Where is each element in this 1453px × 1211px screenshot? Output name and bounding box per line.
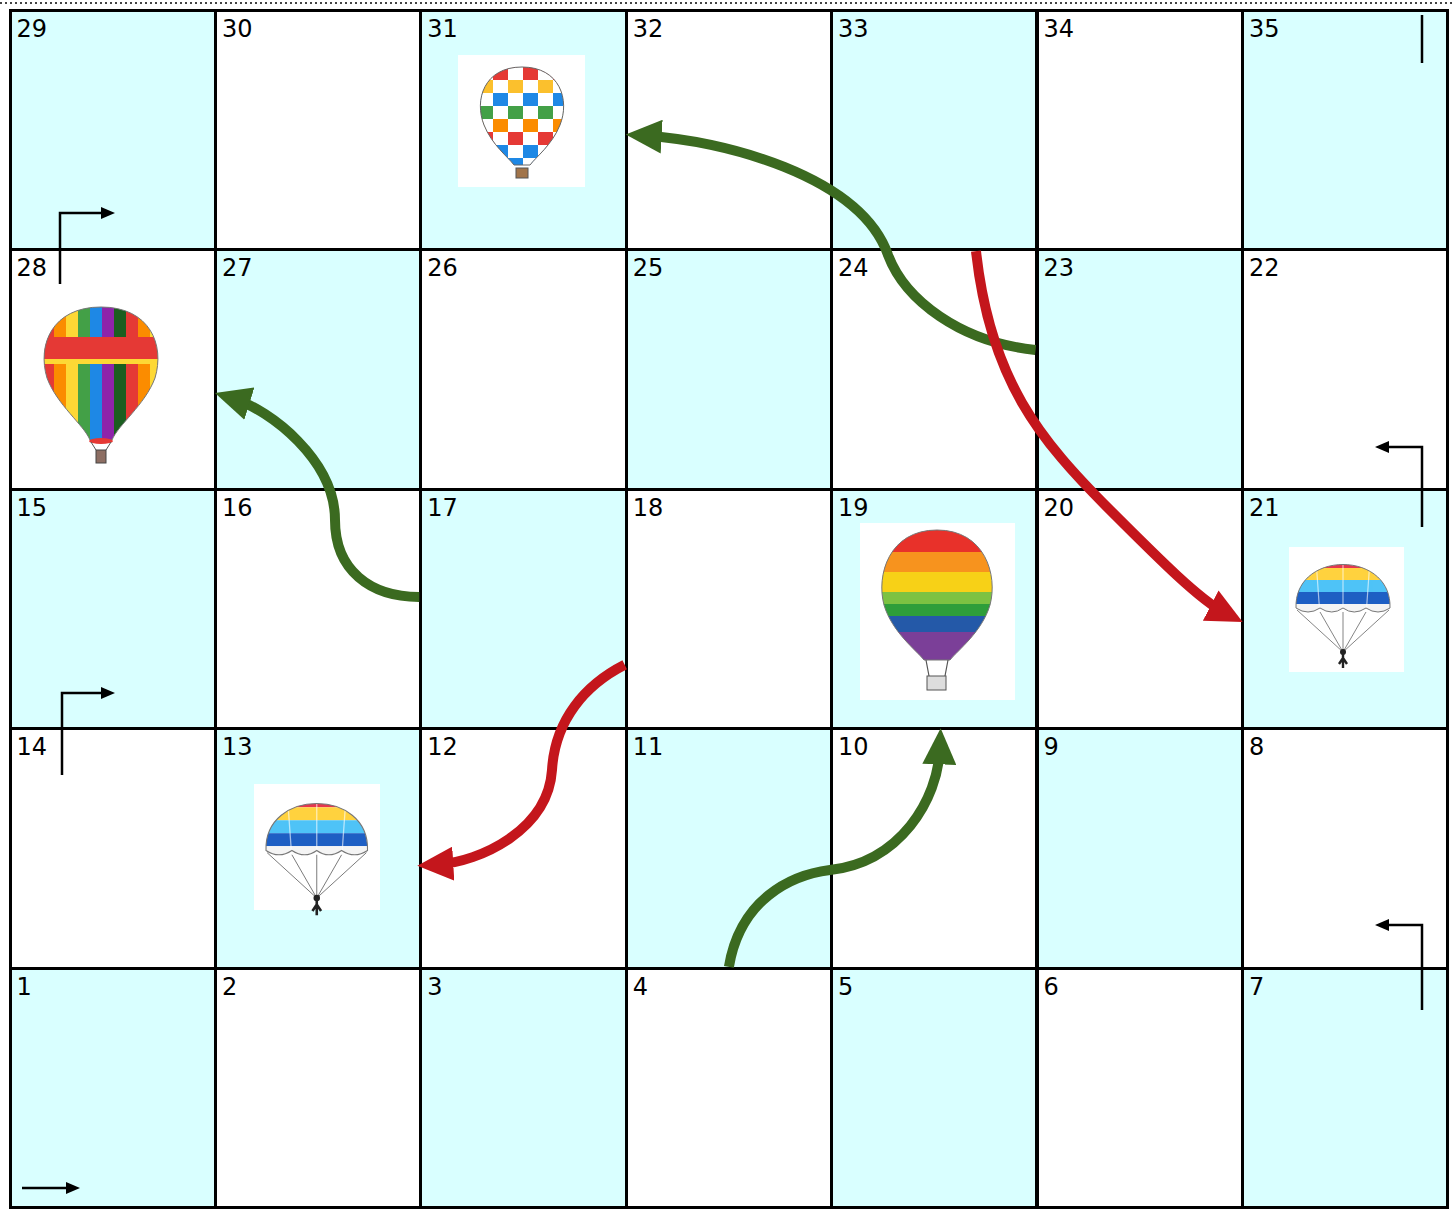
square-number: 3: [427, 973, 442, 1001]
square-number: 6: [1044, 973, 1059, 1001]
board-square: 3: [419, 967, 627, 1210]
square-number: 28: [17, 254, 48, 282]
square-number: 20: [1044, 494, 1075, 522]
board-square: 6: [1036, 967, 1244, 1210]
board-square: 9: [1036, 727, 1244, 970]
square-number: 21: [1249, 494, 1280, 522]
square-number: 5: [838, 973, 853, 1001]
square-number: 10: [838, 733, 869, 761]
board-square: 16: [214, 488, 422, 731]
square-number: 15: [17, 494, 48, 522]
square-number: 30: [222, 15, 253, 43]
board-square: 35: [1241, 9, 1449, 252]
square-number: 7: [1249, 973, 1264, 1001]
square-number: 31: [427, 15, 458, 43]
board-square: 33: [830, 9, 1038, 252]
square-number: 2: [222, 973, 237, 1001]
board-square: 2: [214, 967, 422, 1210]
board-square: 20: [1036, 488, 1244, 731]
square-number: 34: [1044, 15, 1075, 43]
square-number: 19: [838, 494, 869, 522]
board-square: 28: [9, 248, 217, 491]
square-number: 29: [17, 15, 48, 43]
balloon-arrow: [729, 748, 940, 967]
chute-arrow: [976, 251, 1225, 613]
board-square: 4: [625, 967, 833, 1210]
square-number: 13: [222, 733, 253, 761]
board-square: 1: [9, 967, 217, 1210]
square-number: 24: [838, 254, 869, 282]
square-number: 35: [1249, 15, 1280, 43]
board-square: 17: [419, 488, 627, 731]
board-square: 27: [214, 248, 422, 491]
board-square: 18: [625, 488, 833, 731]
board-square: 30: [214, 9, 422, 252]
square-number: 33: [838, 15, 869, 43]
board-square: 25: [625, 248, 833, 491]
chute-arrow: [437, 665, 624, 865]
square-number: 27: [222, 254, 253, 282]
board-square: 31: [419, 9, 627, 252]
square-number: 9: [1044, 733, 1059, 761]
board-square: 29: [9, 9, 217, 252]
square-number: 17: [427, 494, 458, 522]
square-number: 14: [17, 733, 48, 761]
board-square: 15: [9, 488, 217, 731]
square-number: 4: [633, 973, 648, 1001]
board-square: 21: [1241, 488, 1449, 731]
square-number: 26: [427, 254, 458, 282]
square-number: 23: [1044, 254, 1075, 282]
board-square: 32: [625, 9, 833, 252]
square-number: 18: [633, 494, 664, 522]
board-square: 23: [1036, 248, 1244, 491]
square-number: 16: [222, 494, 253, 522]
square-number: 11: [633, 733, 664, 761]
board-square: 19: [830, 488, 1038, 731]
board-square: 24: [830, 248, 1038, 491]
square-number: 1: [17, 973, 32, 1001]
balloon-arrow: [646, 136, 1036, 350]
square-number: 22: [1249, 254, 1280, 282]
board-square: 10: [830, 727, 1038, 970]
board-square: 7: [1241, 967, 1449, 1210]
board-square: 26: [419, 248, 627, 491]
board-square: 14: [9, 727, 217, 970]
board-square: 5: [830, 967, 1038, 1210]
square-number: 12: [427, 733, 458, 761]
board-square: 34: [1036, 9, 1244, 252]
square-number: 8: [1249, 733, 1264, 761]
board-square: 11: [625, 727, 833, 970]
balloon-arrow: [234, 399, 419, 597]
square-number: 32: [633, 15, 664, 43]
board-square: 12: [419, 727, 627, 970]
board-square: 13: [214, 727, 422, 970]
board-square: 8: [1241, 727, 1449, 970]
square-number: 25: [633, 254, 664, 282]
board-square: 22: [1241, 248, 1449, 491]
